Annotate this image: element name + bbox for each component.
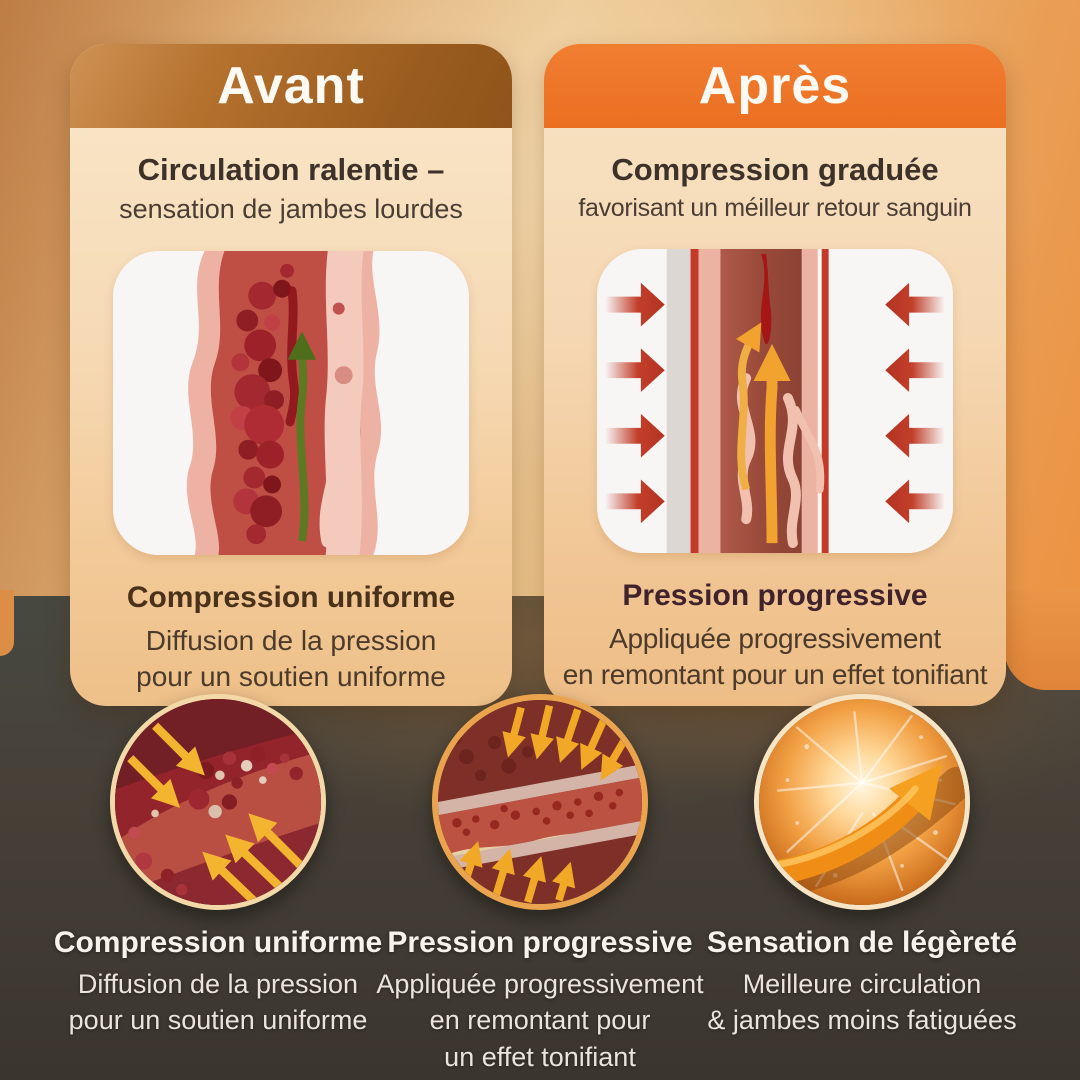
- lightness-glow-arrow-icon: [754, 694, 970, 910]
- background-right-tab: [1004, 590, 1080, 690]
- benefit-2-title: Pression progressive: [387, 926, 693, 959]
- after-header-label: Après: [698, 57, 852, 115]
- after-subtitle: favorisant un méilleur retour sanguin: [578, 194, 972, 222]
- background-left-tab: [0, 590, 14, 656]
- flow-up-arrow: [753, 343, 791, 544]
- benefit-3-title: Sensation de légèreté: [706, 926, 1018, 959]
- benefit-1-subtitle: Diffusion de la pression pour un soutien…: [68, 969, 368, 1036]
- before-foot-title: Compression uniforme: [126, 581, 456, 614]
- compressed-vein-arrows-illustration: [597, 249, 953, 553]
- benefit-1-title: Compression uniforme: [53, 926, 383, 959]
- benefit-uniform-compression: Compression uniforme Diffusion de la pre…: [48, 694, 388, 1039]
- before-panel-header: Avant: [70, 44, 512, 128]
- congested-vein-illustration: [113, 251, 469, 555]
- blood-cells: [230, 263, 294, 545]
- congested-vein-icon: [113, 251, 469, 555]
- uniform-pressure-arrows: [127, 722, 307, 905]
- compression-arrows-right: [885, 282, 945, 524]
- before-panel: Avant Circulation ralentie – sensation d…: [70, 44, 512, 706]
- benefit-3-subtitle: Meilleure circulation & jambes moins fat…: [707, 969, 1017, 1036]
- swoosh-highlight: [759, 785, 919, 871]
- benefit-lightness: Sensation de légèreté Meilleure circulat…: [692, 694, 1032, 1039]
- after-panel-header: Après: [544, 44, 1006, 128]
- after-title: Compression graduée: [611, 152, 939, 187]
- before-subtitle: sensation de jambes lourdes: [119, 194, 463, 224]
- compressed-vein-icon: [597, 249, 953, 553]
- flow-up-arrow-2: [736, 322, 762, 491]
- uniform-compression-vessel-icon: [110, 694, 326, 910]
- after-foot-subtitle: Appliquée progressivement en remontant p…: [562, 623, 988, 691]
- benefit-progressive-pressure: Pression progressive Appliquée progressi…: [370, 694, 710, 1075]
- rising-swoosh-arrow: [759, 763, 942, 887]
- progressive-pressure-vessel-icon: [432, 694, 648, 910]
- benefit-2-subtitle: Appliquée progressivement en remontant p…: [376, 969, 704, 1072]
- before-foot-subtitle: Diffusion de la pression pour un soutien…: [136, 625, 446, 693]
- before-title: Circulation ralentie –: [137, 152, 445, 187]
- slow-flow-up-arrow: [287, 331, 317, 542]
- before-header-label: Avant: [217, 57, 365, 115]
- cell-debris: [128, 746, 303, 896]
- after-panel: Après Compression graduée favorisant un …: [544, 44, 1006, 706]
- vessel-cells: [452, 788, 624, 836]
- compression-arrows-left: [605, 282, 665, 524]
- after-foot-title: Pression progressive: [622, 579, 928, 612]
